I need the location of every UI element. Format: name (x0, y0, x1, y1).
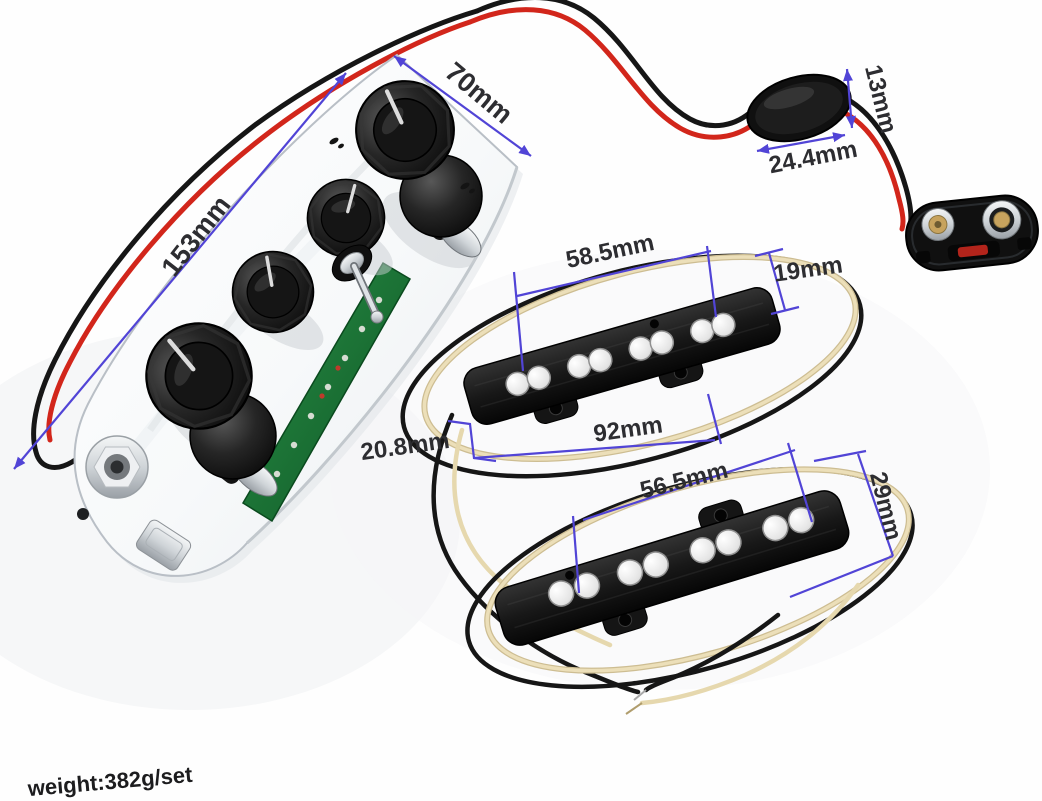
pole-piece (616, 559, 644, 586)
cover-screw-hole (649, 319, 659, 329)
bare-wire-tip (625, 702, 643, 715)
buzzer-highlight (763, 86, 815, 110)
pole-piece (642, 551, 670, 578)
pole-piece (715, 529, 742, 556)
pole-piece (711, 312, 736, 338)
output-jack (85, 435, 149, 499)
clip-rim (911, 200, 1033, 266)
red-battery-wire (842, 110, 906, 232)
cream-pickup-lead-loop (422, 255, 858, 461)
dimension-neck-width (754, 247, 800, 316)
solder-pad (341, 354, 349, 362)
pole-piece (649, 330, 675, 355)
pole-piece (762, 514, 789, 542)
black-battery-wire (838, 93, 914, 230)
switch-lever-tip (370, 310, 384, 324)
cover-grain (514, 528, 837, 629)
piezo-buzzer (746, 73, 852, 143)
bridge-pickup (465, 466, 915, 715)
solder-pad (273, 470, 281, 478)
clip-notch (915, 250, 931, 264)
pole-piece (787, 506, 815, 534)
dimension-arrow-plate-length (13, 72, 347, 470)
pcb-component (335, 365, 341, 371)
clip-notch (1017, 237, 1032, 250)
dimension-arrow-plate-top (393, 55, 532, 157)
clamp-body (135, 519, 192, 571)
dimension-neck-length (447, 393, 723, 463)
solder-pad (290, 441, 298, 449)
cover-screw-hole (565, 570, 575, 580)
black-pickup-lead (431, 412, 641, 695)
dimension-arrow-buzzer-thickness (843, 68, 856, 129)
cream-pickup-lead (639, 582, 861, 706)
solder-pad (307, 412, 315, 420)
bare-wire-tip (633, 689, 647, 701)
black-buzzer-wire (474, 0, 756, 129)
pole-piece (547, 580, 575, 607)
neck-pickup (400, 253, 864, 695)
solder-pad (375, 296, 383, 304)
pole-piece (526, 365, 552, 391)
solder-pad (358, 325, 366, 333)
battery-clip (905, 194, 1039, 272)
jack-clamp (135, 519, 192, 571)
dimension-arrow-buzzer-width (756, 132, 846, 154)
dimension-bridge-pole-span (571, 442, 814, 594)
dimension-bridge-width (789, 449, 895, 599)
pcb-component (319, 393, 325, 399)
clip-red-mark (957, 244, 989, 258)
pole-piece (573, 572, 601, 599)
black-pickup-lead (643, 612, 781, 693)
dimension-annotations (13, 55, 895, 599)
neck-pickup-body-group (463, 287, 781, 425)
mounting-screw (77, 508, 89, 520)
clip-terminal-female-center (993, 211, 1011, 229)
jack-hole (110, 460, 124, 474)
pole-piece (588, 347, 613, 373)
clip-terminal-male-dot (934, 221, 942, 229)
pole-piece (689, 537, 716, 564)
plate-edge (245, 166, 519, 545)
solder-pad (324, 383, 332, 391)
bridge-pickup-body-group (494, 490, 850, 646)
clamp-detail (145, 527, 183, 561)
small-screw (460, 182, 475, 194)
cover-grain (480, 323, 770, 408)
pickup-cover (494, 490, 850, 646)
switch-lever (351, 263, 379, 317)
dimension-neck-pole-span (512, 245, 718, 372)
red-buzzer-wire (467, 7, 760, 140)
